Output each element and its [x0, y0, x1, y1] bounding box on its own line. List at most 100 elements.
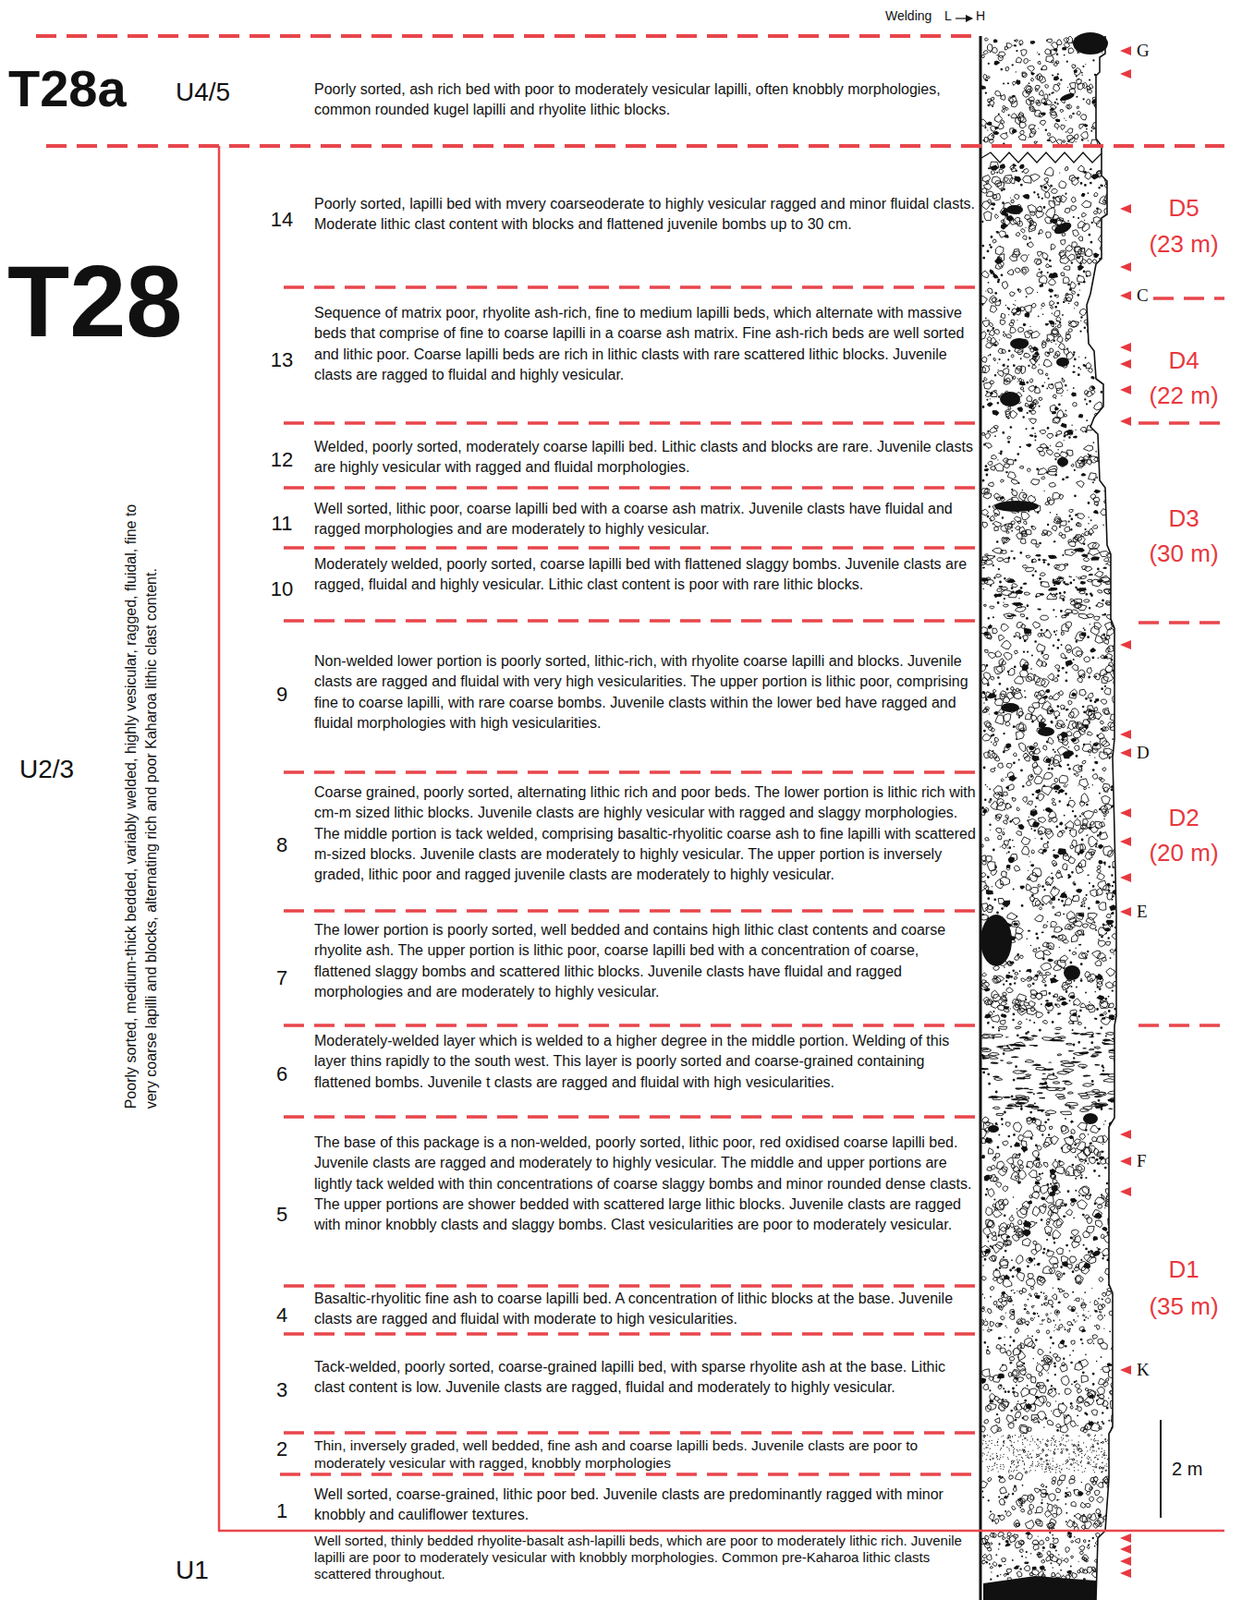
sample-letter: C — [1136, 285, 1149, 306]
lithic-block — [1052, 219, 1073, 237]
layer-description: Well sorted, lithic poor, coarse lapilli… — [314, 499, 976, 541]
sample-letter: D — [1136, 742, 1150, 764]
deposit-label: (22 m) — [1132, 381, 1235, 410]
column-base-line — [979, 36, 983, 1600]
juvenile-clasts — [976, 36, 1124, 1583]
layer-number: 4 — [266, 1303, 298, 1328]
layer-boundary — [283, 1284, 976, 1289]
layer-number: 1 — [266, 1499, 298, 1524]
basal-block — [983, 1576, 1096, 1600]
unit-heading: T28a — [8, 62, 127, 115]
lithic-block — [999, 391, 1021, 407]
scale-label: 2 m — [1171, 1458, 1203, 1481]
layer-description: Basaltic-rhyolitic fine ash to coarse la… — [314, 1289, 976, 1331]
unit-label: U2/3 — [19, 754, 74, 785]
sample-marker — [1120, 359, 1132, 369]
lithic-block — [1000, 703, 1020, 713]
lithic-clasts — [977, 38, 1123, 1581]
sample-letter: E — [1136, 901, 1148, 923]
lithic-block — [1010, 338, 1029, 350]
bracket-line — [218, 1530, 1225, 1534]
deposit-label: (20 m) — [1132, 839, 1235, 867]
sample-marker — [1120, 46, 1132, 56]
unit-heading: T28 — [7, 250, 183, 353]
column-profile — [1086, 36, 1117, 1600]
sample-marker — [1120, 416, 1132, 427]
layer-number: 14 — [266, 207, 298, 232]
sample-marker — [1120, 204, 1132, 214]
layer-description: Tack-welded, poorly sorted, coarse-grain… — [314, 1357, 976, 1400]
sample-markers — [1120, 46, 1132, 1579]
layer-description: Moderately-welded layer which is welded … — [314, 1031, 976, 1094]
layer-description: Poorly sorted, lapilli bed with mvery co… — [314, 194, 976, 236]
sample-marker — [1120, 907, 1132, 917]
layer-description: Coarse grained, poorly sorted, alternati… — [314, 782, 976, 886]
lithic-block — [1072, 32, 1109, 55]
sample-letter: G — [1136, 40, 1150, 61]
layer-boundary — [283, 1431, 976, 1436]
deposit-label: D3 — [1132, 504, 1235, 533]
lithic-block — [1083, 1113, 1098, 1125]
sample-marker — [1120, 748, 1132, 758]
sample-marker — [1120, 385, 1132, 395]
sample-marker — [1120, 1545, 1132, 1555]
layer-number: 10 — [266, 577, 298, 602]
erosion-contact — [981, 152, 1102, 163]
layer-boundary — [280, 1473, 976, 1477]
lithic-block — [1057, 457, 1069, 467]
layer-boundary — [283, 1332, 976, 1337]
unit-description: Poorly sorted, medium-thick bedded, vari… — [121, 497, 163, 1109]
layer-description: The lower portion is poorly sorted, well… — [314, 920, 976, 1003]
deposit-label: D2 — [1132, 803, 1235, 832]
sample-marker — [1120, 342, 1132, 353]
layer-description: Non-welded lower portion is poorly sorte… — [314, 651, 976, 734]
sample-marker — [1120, 873, 1132, 883]
sample-letter: F — [1136, 1151, 1147, 1172]
deposit-label: D4 — [1132, 346, 1235, 375]
welding-arrow — [955, 17, 973, 19]
layer-number: 9 — [266, 682, 298, 707]
lithic-block — [1037, 727, 1055, 737]
scale-bar — [1159, 1420, 1162, 1519]
layer-number: 8 — [266, 833, 298, 858]
lithic-blocks — [980, 32, 1109, 1600]
deposit-boundary — [1153, 296, 1225, 301]
sample-marker — [1120, 808, 1132, 818]
sample-marker — [1120, 262, 1132, 272]
layer-description: Poorly sorted, ash rich bed with poor to… — [314, 79, 976, 122]
layer-boundary — [283, 421, 976, 426]
column-texture — [976, 36, 1124, 1583]
sample-marker — [1120, 1156, 1132, 1167]
lithic-block — [980, 914, 1012, 967]
deposit-boundary — [1138, 621, 1225, 625]
bracket-line — [218, 146, 221, 1532]
layer-boundary — [283, 285, 976, 290]
deposit-boundary — [1138, 1023, 1225, 1028]
layer-description: The base of this package is a non-welded… — [314, 1132, 976, 1236]
sample-marker — [1120, 69, 1132, 79]
layer-number: 13 — [266, 348, 298, 373]
layer-description: Thin, inversely graded, well bedded, fin… — [314, 1436, 976, 1473]
deposit-boundary — [1138, 421, 1225, 426]
deposit-label: (23 m) — [1132, 230, 1235, 258]
sample-marker — [1120, 1130, 1132, 1140]
layer-description: Well sorted, thinly bedded rhyolite-basa… — [314, 1533, 976, 1583]
layer-number: 3 — [266, 1378, 298, 1403]
lithic-block — [1006, 205, 1023, 215]
welding-scale-label: Welding — [885, 8, 932, 24]
layer-boundary — [283, 486, 976, 490]
sample-marker — [1120, 291, 1132, 301]
welding-scale-label: L — [944, 8, 952, 24]
layer-boundaries — [36, 36, 1225, 1475]
sample-marker — [1120, 640, 1132, 650]
unit-label: U1 — [175, 1556, 209, 1586]
layer-number: 12 — [266, 448, 298, 473]
sample-marker — [1120, 1187, 1132, 1197]
layer-description: Sequence of matrix poor, rhyolite ash-ri… — [314, 303, 976, 386]
layer-description: Welded, poorly sorted, moderately coarse… — [314, 437, 976, 479]
sample-letter: K — [1136, 1360, 1150, 1381]
sample-marker — [1120, 1534, 1132, 1544]
sample-marker — [1120, 1569, 1132, 1579]
deposit-label: D1 — [1132, 1255, 1235, 1284]
welding-scale-label: H — [975, 8, 986, 24]
